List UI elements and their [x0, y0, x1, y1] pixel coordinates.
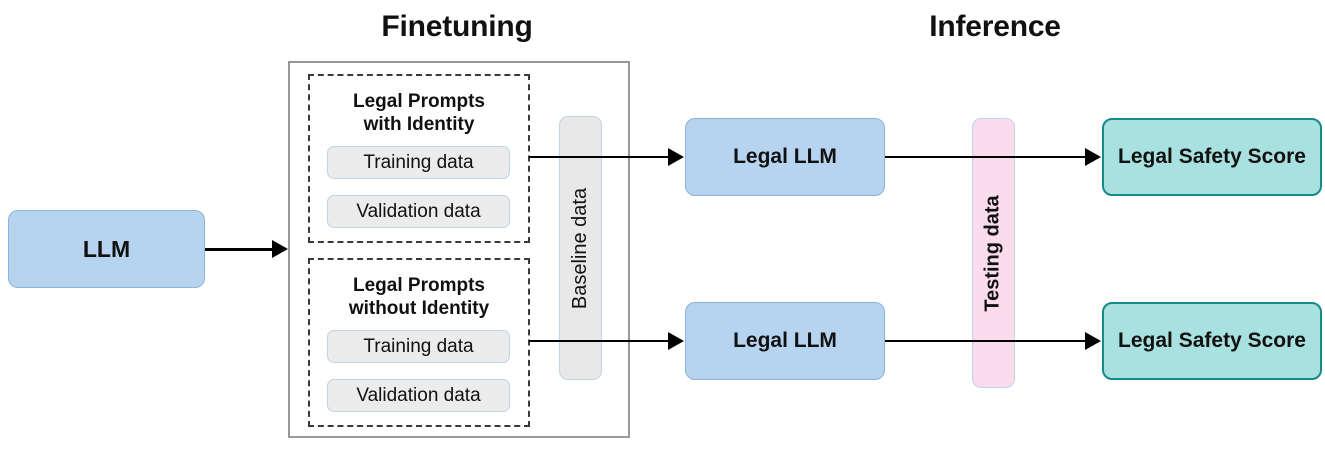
prompt-group-with-identity-title-line2: with Identity	[363, 114, 475, 136]
section-title-inference: Inference	[929, 10, 1061, 43]
arrowhead-to-score-2	[1085, 332, 1101, 350]
chip-validation-data-without-identity[interactable]: Validation data	[327, 379, 510, 412]
connector-prompts2-to-baseline	[529, 340, 669, 342]
connector-llm-to-finetuning	[205, 248, 273, 251]
node-legal-llm-1-label: Legal LLM	[733, 145, 837, 168]
node-legal-llm-2[interactable]: Legal LLM	[685, 302, 885, 380]
connector-legal-llm-2-to-score-2	[885, 340, 1086, 342]
arrowhead-baseline-to-legal-llm-1	[668, 148, 684, 166]
connector-legal-llm-1-to-score-1	[885, 156, 1086, 158]
prompt-group-without-identity	[308, 258, 530, 427]
chip-label: Training data	[363, 335, 474, 357]
finetuning-group-container	[288, 61, 630, 438]
bar-baseline-data-label: Baseline data	[569, 187, 592, 309]
prompt-group-without-identity-title-line2: without Identity	[348, 298, 490, 320]
node-legal-llm-1[interactable]: Legal LLM	[685, 118, 885, 196]
node-legal-llm-2-label: Legal LLM	[733, 329, 837, 352]
section-title-finetuning: Finetuning	[381, 10, 533, 43]
prompt-group-without-identity-title: Legal Prompts without Identity	[308, 274, 530, 320]
node-legal-safety-score-2-label: Legal Safety Score	[1118, 329, 1306, 352]
node-legal-safety-score-1[interactable]: Legal Safety Score	[1102, 118, 1322, 196]
prompt-group-with-identity	[308, 74, 530, 243]
node-llm[interactable]: LLM	[8, 210, 205, 288]
node-legal-safety-score-1-label: Legal Safety Score	[1118, 145, 1306, 168]
prompt-group-with-identity-title: Legal Prompts with Identity	[308, 90, 530, 136]
arrowhead-baseline-to-legal-llm-2	[668, 332, 684, 350]
chip-training-data-with-identity[interactable]: Training data	[327, 146, 510, 179]
arrowhead-to-score-1	[1085, 148, 1101, 166]
chip-label: Validation data	[356, 384, 481, 406]
bar-testing-data[interactable]: Testing data	[972, 118, 1015, 388]
chip-label: Training data	[363, 151, 474, 173]
chip-training-data-without-identity[interactable]: Training data	[327, 330, 510, 363]
node-legal-safety-score-2[interactable]: Legal Safety Score	[1102, 302, 1322, 380]
prompt-group-with-identity-title-line1: Legal Prompts	[353, 91, 485, 112]
arrowhead-llm-to-finetuning	[272, 240, 288, 258]
bar-testing-data-label: Testing data	[982, 194, 1004, 312]
connector-prompts1-to-baseline	[529, 156, 669, 158]
chip-label: Validation data	[356, 200, 481, 222]
chip-validation-data-with-identity[interactable]: Validation data	[327, 195, 510, 228]
bar-baseline-data[interactable]: Baseline data	[559, 116, 602, 380]
node-llm-label: LLM	[82, 235, 131, 262]
prompt-group-without-identity-title-line1: Legal Prompts	[353, 275, 485, 296]
